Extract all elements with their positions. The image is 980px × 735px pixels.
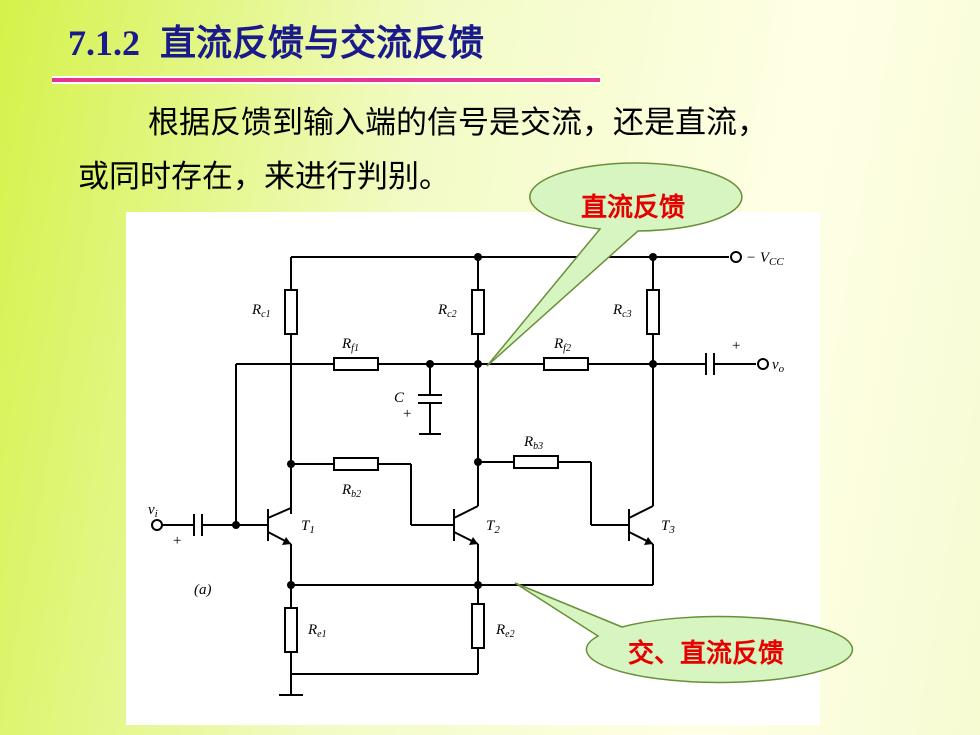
slide-title: 7.1.2 直流反馈与交流反馈 [68,14,484,66]
rc3-label: Rc3 [612,302,632,320]
acdc-feedback-bubble [514,582,854,684]
section-title: 直流反馈与交流反馈 [160,22,485,64]
rb3-label: Rb3 [523,434,543,452]
rc2-label: Rc2 [437,302,457,320]
circuit-diagram: − VCC vo + vi + Rc1 Rc2 Rc3 Rf1 Rf2 Rb2 … [148,250,785,696]
vcc-label: − VCC [746,250,784,268]
section-number: 7.1.2 [68,23,140,63]
vo-label: vo [772,357,785,375]
rb2-label: Rb2 [341,482,361,500]
title-underline [52,76,600,84]
vi-label: vi [148,502,158,520]
re2-label: Re2 [495,622,515,640]
vi-plus: + [172,533,182,549]
t1-label: T1 [301,518,315,536]
panel-label: (a) [194,582,212,598]
paragraph-line-2: 或同时存在，来进行判别。 [78,159,450,195]
rc1-label: Rc1 [251,302,271,320]
rf1-label: Rf1 [341,336,359,354]
rf2-label: Rf2 [553,336,571,354]
dc-feedback-label: 直流反馈 [581,193,686,223]
acdc-feedback-label: 交、直流反馈 [628,639,785,669]
t2-label: T2 [486,518,500,536]
re1-label: Re1 [307,622,327,640]
cap-label: C [394,390,405,406]
vo-plus: + [731,338,741,354]
cap-plus: + [402,406,412,422]
t3-label: T3 [661,518,675,536]
paragraph-line-1: 根据反馈到输入端的信号是交流，还是直流， [148,105,768,141]
body-paragraph: 根据反馈到输入端的信号是交流，还是直流， 或同时存在，来进行判别。 [78,96,938,204]
dc-feedback-bubble [486,162,743,367]
